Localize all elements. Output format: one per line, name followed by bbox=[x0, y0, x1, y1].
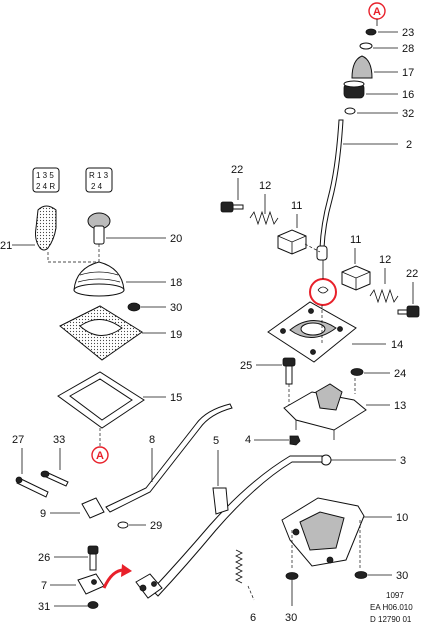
callout-5: 5 bbox=[213, 435, 219, 447]
part-30-nut-left: 30 bbox=[127, 302, 182, 314]
callout-17: 17 bbox=[402, 67, 414, 79]
part-10-lower-housing: 10 bbox=[281, 497, 408, 567]
drawing-reference-codes: 1097 EA H06.010 D 12790 01 bbox=[370, 591, 413, 624]
pattern5-bottom: 2 4 R bbox=[36, 182, 55, 191]
callout-2: 2 bbox=[406, 139, 412, 151]
part-31-nut: 31 bbox=[38, 601, 99, 613]
part-6-spring: 6 bbox=[235, 549, 256, 624]
marker-a-left-label: A bbox=[96, 450, 104, 462]
callout-16: 16 bbox=[402, 89, 414, 101]
part-4-clip: 4 bbox=[245, 434, 301, 446]
callout-19: 19 bbox=[170, 329, 182, 341]
part-29-washer: 29 bbox=[117, 520, 162, 532]
callout-15: 15 bbox=[170, 392, 182, 404]
callout-11b: 11 bbox=[350, 234, 361, 246]
part-26-bolt: 26 bbox=[38, 545, 99, 571]
part-7-lever: 7 bbox=[41, 573, 105, 595]
callout-24: 24 bbox=[394, 368, 406, 380]
footer-line-1: 1097 bbox=[386, 591, 404, 600]
callout-29: 29 bbox=[150, 520, 162, 532]
callout-26: 26 bbox=[38, 552, 50, 564]
callout-12a: 12 bbox=[259, 180, 271, 192]
marker-a-left: A bbox=[91, 446, 109, 464]
part-32-washer: 32 bbox=[344, 107, 414, 120]
part-27-pin: 27 bbox=[12, 434, 49, 498]
part-16-bush: 16 bbox=[343, 80, 414, 101]
part-5-linkage-rod: 5 bbox=[151, 435, 323, 597]
callout-32: 32 bbox=[402, 108, 414, 120]
callout-27: 27 bbox=[12, 434, 24, 446]
callout-30b: 30 bbox=[285, 612, 297, 624]
callout-22b: 22 bbox=[406, 268, 418, 280]
part-12-spring-right: 12 bbox=[369, 254, 399, 304]
part-19-dotted-panel: 19 bbox=[59, 305, 182, 361]
callout-30a: 30 bbox=[170, 302, 182, 314]
assembly-arrow-icon bbox=[102, 564, 132, 589]
callout-4: 4 bbox=[245, 434, 251, 446]
callout-3: 3 bbox=[400, 455, 406, 467]
part-9-bush: 9 bbox=[40, 497, 105, 520]
part-2-gear-lever: 2 bbox=[316, 119, 412, 261]
callout-21: 21 bbox=[0, 240, 12, 252]
callout-6: 6 bbox=[250, 612, 256, 624]
callout-8: 8 bbox=[149, 434, 155, 446]
footer-line-2: EA H06.010 bbox=[370, 603, 413, 612]
part-14-mounting-plate: 14 bbox=[267, 301, 403, 363]
part-12-spring-left: 12 bbox=[249, 180, 279, 226]
callout-31: 31 bbox=[38, 601, 50, 613]
callout-9: 9 bbox=[40, 508, 46, 520]
shift-pattern-4speed: R 1 3 2 4 bbox=[85, 167, 113, 193]
part-3-joint: 3 bbox=[320, 454, 406, 467]
pattern4-top: R 1 3 bbox=[89, 171, 109, 180]
callout-28: 28 bbox=[402, 43, 414, 55]
pattern5-top: 1 3 5 bbox=[36, 171, 54, 180]
part-22-bolt-right: 22 bbox=[397, 268, 420, 318]
callout-33: 33 bbox=[53, 434, 65, 446]
part-23-nut: 23 bbox=[365, 27, 414, 39]
part-30-nut-bottom-center: 30 bbox=[285, 572, 299, 624]
part-25-bolt: 25 bbox=[240, 357, 296, 385]
part-21-knob-5speed: 21 bbox=[0, 205, 57, 252]
part-11-block-right: 11 bbox=[341, 234, 371, 291]
rod-end-joint bbox=[135, 573, 163, 599]
footer-line-3: D 12790 01 bbox=[370, 615, 412, 624]
callout-10: 10 bbox=[396, 512, 408, 524]
part-11-block-left: 11 bbox=[277, 200, 307, 255]
part-33-bolt: 33 bbox=[40, 434, 69, 487]
callout-7: 7 bbox=[41, 580, 47, 592]
callout-18: 18 bbox=[170, 277, 182, 289]
part-22-bolt-left: 22 bbox=[220, 164, 244, 213]
part-30-nut-bottom-right: 30 bbox=[354, 570, 408, 582]
callout-23: 23 bbox=[402, 27, 414, 39]
callout-11a: 11 bbox=[291, 200, 302, 212]
marker-a-top: A bbox=[368, 2, 386, 20]
callout-30c: 30 bbox=[396, 570, 408, 582]
marker-a-top-label: A bbox=[373, 6, 381, 18]
shift-pattern-5speed: 1 3 5 2 4 R bbox=[32, 167, 60, 193]
callout-22a: 22 bbox=[231, 164, 243, 176]
part-15-gasket: 15 bbox=[57, 371, 182, 429]
callout-25: 25 bbox=[240, 360, 252, 372]
highlighted-spring-clip bbox=[309, 260, 337, 306]
part-24-nut: 24 bbox=[350, 368, 406, 380]
part-28-washer: 28 bbox=[359, 42, 414, 55]
part-8-shift-rod: 8 bbox=[105, 403, 233, 513]
part-18-gaiter: 18 bbox=[73, 261, 182, 297]
pattern4-bottom: 2 4 bbox=[91, 182, 103, 191]
callout-12b: 12 bbox=[379, 254, 391, 266]
part-13-housing: 13 bbox=[283, 383, 406, 440]
callout-13: 13 bbox=[394, 400, 406, 412]
part-20-knob-4speed: 20 bbox=[87, 212, 182, 245]
callout-14: 14 bbox=[391, 339, 403, 351]
callout-20: 20 bbox=[170, 233, 182, 245]
part-17-knob: 17 bbox=[351, 55, 414, 79]
